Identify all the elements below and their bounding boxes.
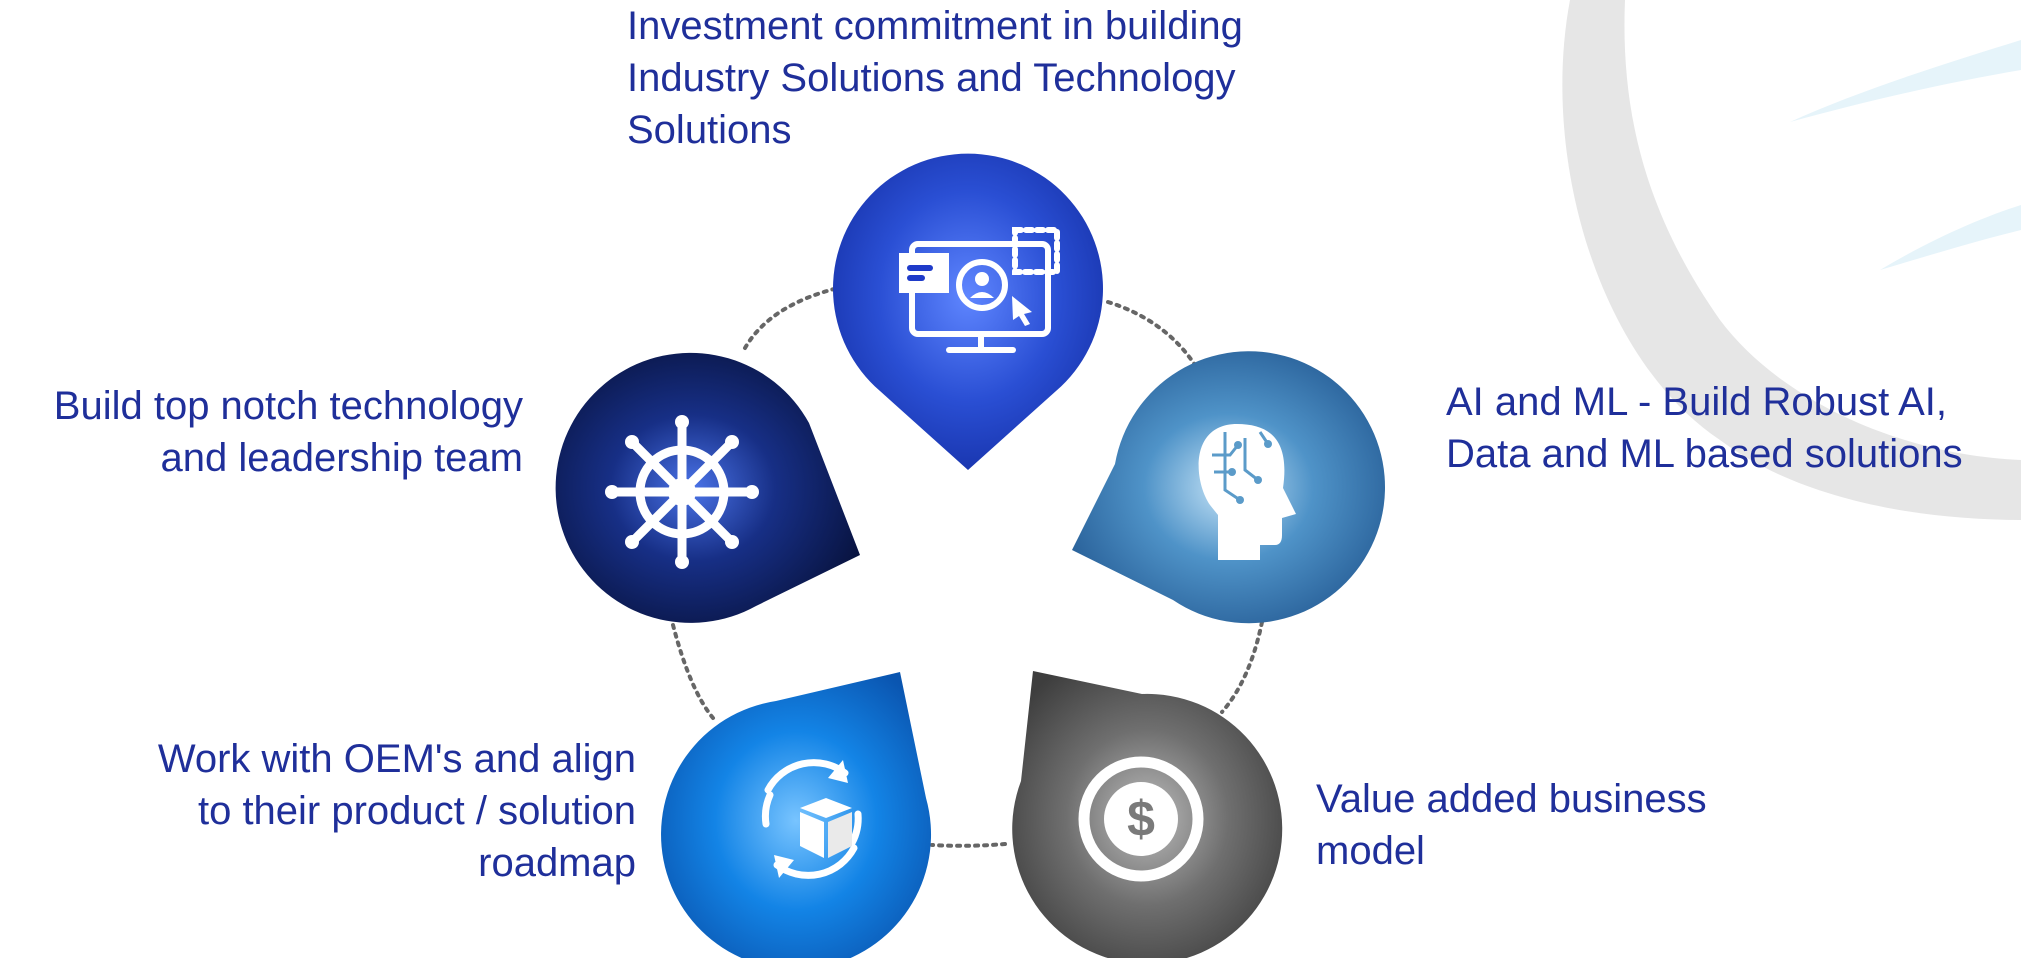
background-swoosh [1562, 0, 2021, 520]
label-oem-roadmap: Work with OEM's and align to their produ… [157, 737, 636, 885]
node-top [833, 153, 1103, 471]
dollar-coin-icon: $ [1078, 756, 1204, 882]
node-bottom-left [661, 672, 932, 963]
label-leadership-team: Build top notch technology and leadershi… [53, 384, 523, 480]
node-right [1072, 351, 1386, 624]
label-ai-ml: AI and ML - Build Robust AI, Data and ML… [1446, 380, 1963, 476]
ship-wheel-icon [605, 415, 759, 569]
connector-ring [671, 286, 1264, 848]
brain-circuit-head-icon [1198, 424, 1296, 560]
node-bottom-right: $ [1012, 671, 1283, 963]
label-value-added-business-model: Value added business model [1316, 777, 1707, 873]
monitor-user-icon [899, 227, 1060, 353]
label-investment-commitment: Investment commitment in building Indust… [627, 4, 1243, 152]
box-cycle-icon [761, 759, 862, 879]
svg-text:$: $ [1127, 791, 1155, 847]
node-left [555, 352, 860, 623]
